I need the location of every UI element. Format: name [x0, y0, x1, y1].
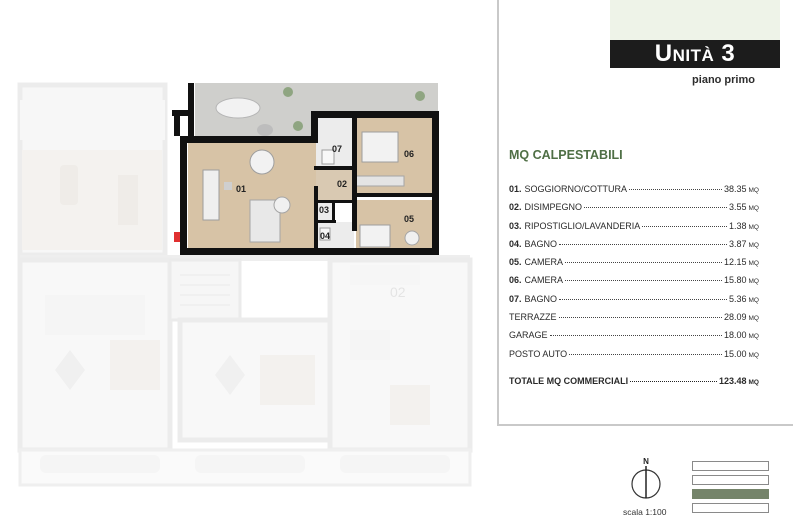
row-number: 07.: [509, 293, 522, 304]
unit-title: Unità 3: [610, 40, 780, 68]
bed-06: [361, 131, 399, 163]
scale-label: scala 1:100: [623, 507, 667, 517]
room-label-07: 07: [332, 144, 342, 154]
faded-building-context: 02: [17, 82, 473, 487]
floor-label: piano primo: [692, 74, 755, 86]
total-value: 123.48: [718, 376, 747, 386]
area-row-terrazze: TERRAZZE 28.09 MQ: [509, 309, 759, 327]
extra-area: 15.00: [723, 348, 747, 359]
room-area: 15.80: [723, 275, 747, 286]
area-unit: MQ: [748, 241, 759, 249]
row-number: 03.: [509, 220, 522, 231]
row-number: 02.: [509, 202, 522, 213]
area-unit: MQ: [748, 379, 759, 386]
room-03-floor: [316, 200, 334, 222]
area-row-05: 05. CAMERA 12.15 MQ: [509, 254, 759, 272]
room-name: CAMERA: [524, 257, 564, 268]
extra-area: 28.09: [723, 312, 747, 322]
room-name: SOGGIORNO/COTTURA: [524, 184, 628, 194]
room-name: RIPOSTIGLIO/LAVANDERIA: [524, 220, 641, 231]
room-label-05: 05: [404, 214, 414, 224]
room-name: BAGNO: [524, 293, 558, 304]
room-area: 3.87: [728, 238, 747, 249]
area-unit: MQ: [748, 278, 759, 286]
area-unit: MQ: [748, 351, 759, 359]
area-unit: MQ: [748, 333, 759, 341]
north-compass-icon: N: [631, 457, 661, 499]
room-name: CAMERA: [524, 275, 564, 286]
area-unit: MQ: [748, 187, 759, 194]
area-row-03: 03. RIPOSTIGLIO/LAVANDERIA 1.38 MQ: [509, 218, 759, 236]
apartment-walls: [172, 83, 439, 255]
room-area: 5.36: [728, 293, 747, 304]
room-name: DISIMPEGNO: [524, 202, 583, 213]
dining-table: [249, 149, 275, 175]
floor-plan: 02: [17, 82, 473, 487]
row-number: 06.: [509, 275, 522, 286]
total-label: TOTALE MQ COMMERCIALI: [509, 376, 629, 386]
bed-05: [359, 224, 391, 248]
extra-name: TERRAZZE: [509, 312, 557, 322]
legend-swatch-1: [692, 461, 769, 471]
area-row-01: 01. SOGGIORNO/COTTURA 38.35 MQ: [509, 181, 759, 199]
entrance-marker: [174, 232, 180, 242]
total-commercial-area: TOTALE MQ COMMERCIALI 123.48 MQ: [509, 373, 759, 391]
section-title: MQ CALPESTABILI: [509, 148, 623, 162]
area-row-04: 04. BAGNO 3.87 MQ: [509, 236, 759, 254]
north-label: N: [643, 457, 649, 466]
unit-word: Unità: [654, 40, 715, 67]
area-unit: MQ: [748, 205, 759, 213]
faded-room-code: 02: [390, 284, 406, 300]
extra-area-list: TERRAZZE 28.09 MQ GARAGE 18.00 MQ POSTO …: [509, 309, 759, 364]
row-number: 05.: [509, 257, 522, 268]
room-area: 1.38: [728, 220, 747, 231]
area-row-posto-auto: POSTO AUTO 15.00 MQ: [509, 346, 759, 364]
legend-swatch-4: [692, 503, 769, 513]
area-unit: MQ: [748, 260, 759, 268]
terrace-table: [215, 97, 261, 119]
row-number: 01.: [509, 184, 522, 194]
kitchen-island: [202, 169, 220, 221]
room-area: 38.35: [723, 184, 747, 194]
area-unit: MQ: [748, 315, 759, 322]
area-row-06: 06. CAMERA 15.80 MQ: [509, 272, 759, 290]
room-label-01: 01: [236, 184, 246, 194]
room-label-02: 02: [337, 179, 347, 189]
area-row-garage: GARAGE 18.00 MQ: [509, 327, 759, 345]
room-label-06: 06: [404, 149, 414, 159]
legend-swatch-green: [692, 489, 769, 499]
extra-name: POSTO AUTO: [509, 348, 568, 359]
room-name: BAGNO: [524, 238, 558, 249]
room-label-03: 03: [319, 205, 329, 215]
area-row-07: 07. BAGNO 5.36 MQ: [509, 291, 759, 309]
area-row-02: 02. DISIMPEGNO 3.55 MQ: [509, 199, 759, 217]
area-unit: MQ: [748, 223, 759, 231]
unit-number: 3: [721, 40, 736, 67]
room-area-list: 01. SOGGIORNO/COTTURA 38.35 MQ 02. DISIM…: [509, 181, 759, 309]
room-label-04: 04: [320, 231, 330, 241]
row-number: 04.: [509, 238, 522, 249]
room-area: 3.55: [728, 202, 747, 213]
extra-name: GARAGE: [509, 330, 548, 341]
legend-swatch-2: [692, 475, 769, 485]
room-02-floor: [316, 170, 356, 200]
area-unit: MQ: [748, 296, 759, 304]
panel-border-left: [497, 0, 499, 425]
header-accent-block: [610, 0, 780, 40]
extra-area: 18.00: [723, 330, 747, 341]
panel-border-bottom: [497, 424, 793, 426]
room-area: 12.15: [723, 257, 747, 268]
